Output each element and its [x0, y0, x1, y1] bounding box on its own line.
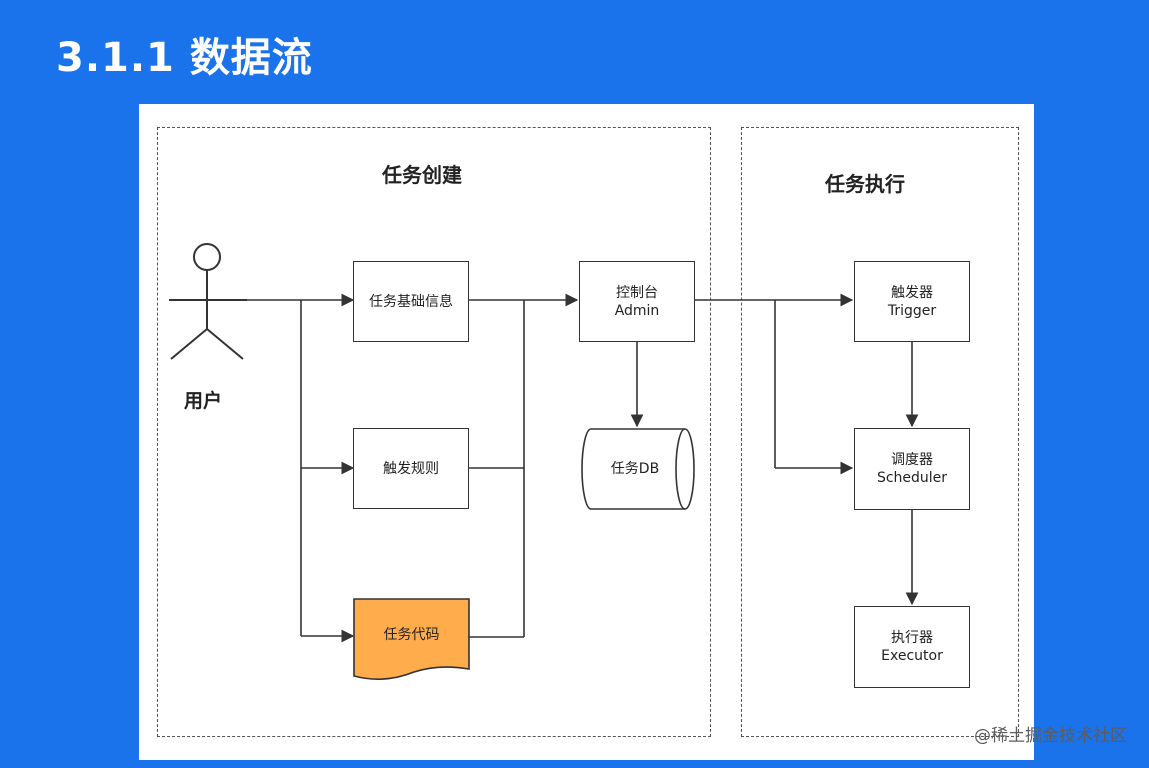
- node-trigger-line2: Trigger: [887, 302, 937, 319]
- node-trigger-line1: 触发器: [891, 284, 933, 301]
- diagram-canvas: 任务创建 任务执行: [139, 104, 1034, 760]
- user-actor-label: 用户: [184, 390, 223, 412]
- node-admin-line1: 控制台: [616, 284, 658, 301]
- user-actor-icon: [169, 243, 247, 360]
- node-admin-line2: Admin: [614, 302, 660, 319]
- source-watermark: @稀土掘金技术社区: [974, 726, 1127, 746]
- node-executor: 执行器 Executor: [854, 606, 970, 688]
- node-executor-line2: Executor: [881, 648, 943, 664]
- node-scheduler-line1: 调度器: [891, 452, 933, 468]
- diagram-connectors: [169, 243, 919, 680]
- node-task-basic-info-label: 任务基础信息: [369, 293, 453, 310]
- task-code-shape: [353, 598, 470, 680]
- node-trigger-rule-label: 触发规则: [383, 460, 439, 477]
- node-task-basic-info: 任务基础信息: [353, 261, 469, 342]
- task-db-cylinder: [581, 428, 695, 510]
- node-admin-console: 控制台 Admin: [579, 261, 695, 342]
- node-executor-line1: 执行器: [891, 630, 933, 646]
- slide-title: 3.1.1 数据流: [56, 35, 313, 81]
- node-task-db-label: 任务DB: [610, 461, 660, 477]
- group-task-creation: [157, 127, 711, 737]
- node-trigger-rule: 触发规则: [353, 428, 469, 509]
- group-title-execution: 任务执行: [825, 172, 905, 196]
- node-task-code-label: 任务代码: [383, 627, 440, 643]
- node-scheduler: 调度器 Scheduler: [854, 428, 970, 510]
- node-trigger: 触发器 Trigger: [854, 261, 970, 342]
- group-title-creation: 任务创建: [382, 163, 462, 187]
- node-scheduler-line2: Scheduler: [876, 470, 948, 486]
- group-task-execution: [741, 127, 1019, 737]
